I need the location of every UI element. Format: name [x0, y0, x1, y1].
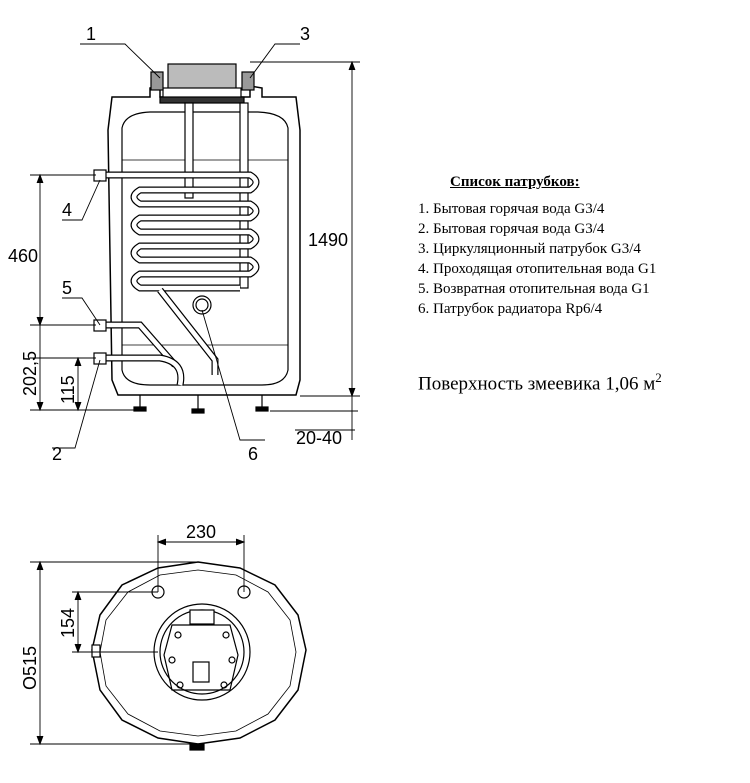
legend-item: 6. Патрубок радиатора Rp6/4 [418, 301, 603, 317]
top-view [91, 561, 307, 751]
callout-6: 6 [248, 444, 258, 464]
callout-1: 1 [86, 24, 96, 44]
callout-3: 3 [300, 24, 310, 44]
legend-item: 5. Возвратная отопительная вода G1 [418, 281, 650, 297]
callout-4: 4 [62, 200, 72, 220]
callout-2: 2 [52, 444, 62, 464]
coil-surface-label: Поверхность змеевика 1,06 м [418, 373, 656, 395]
dim-460: 460 [8, 246, 38, 266]
legend-item: 1. Бытовая горячая вода G3/4 [418, 201, 605, 217]
heating-coil [96, 171, 260, 375]
top-dimension-lines [30, 535, 246, 746]
connections-legend: Список патрубков: 1. Бытовая горячая вод… [418, 174, 748, 319]
legend-title: Список патрубков: [450, 174, 580, 190]
dimension-lines [30, 43, 360, 449]
dim-115: 115 [58, 375, 78, 404]
dim-154: 154 [58, 608, 78, 638]
dim-1490: 1490 [308, 230, 348, 250]
legend-item: 2. Бытовая горячая вода G3/4 [418, 221, 605, 237]
legend-item: 4. Проходящая отопительная вода G1 [418, 261, 657, 277]
legend-item: 3. Циркуляционный патрубок G3/4 [418, 241, 641, 257]
dim-20-40: 20-40 [296, 428, 342, 448]
dim-230: 230 [186, 522, 216, 542]
dim-diameter: O515 [20, 646, 40, 690]
coil-surface-note: Поверхность змеевика 1,06 м2 [418, 370, 662, 395]
coil-surface-unit-exponent: 2 [655, 370, 662, 385]
front-view [93, 63, 301, 414]
callout-5: 5 [62, 278, 72, 298]
dim-202-5: 202,5 [20, 351, 40, 396]
